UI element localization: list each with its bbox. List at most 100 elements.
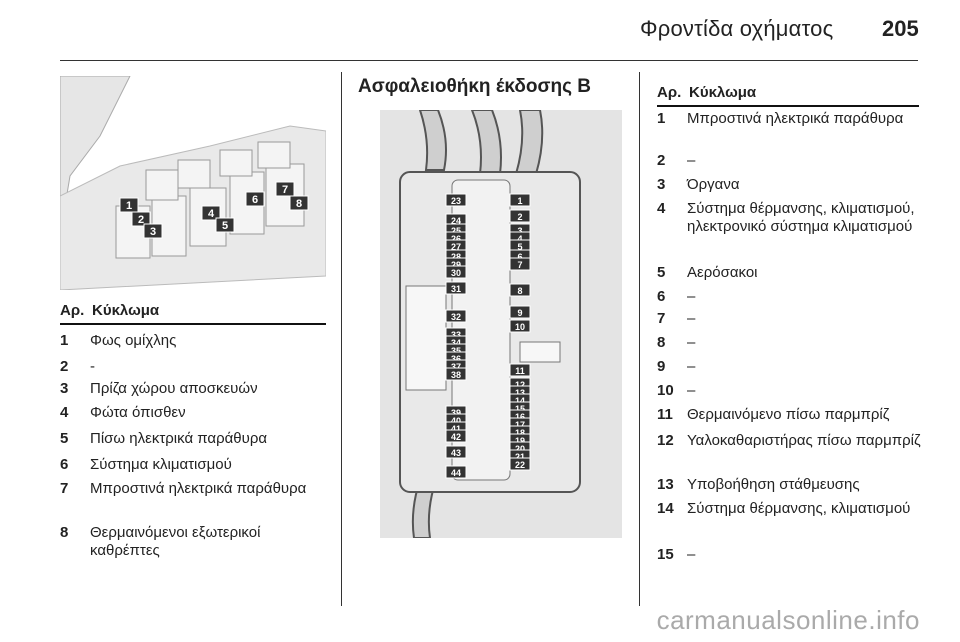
svg-text:14: 14 (515, 396, 525, 406)
svg-text:33: 33 (451, 330, 461, 340)
svg-text:21: 21 (515, 452, 525, 462)
svg-text:26: 26 (451, 234, 461, 244)
svg-text:37: 37 (451, 362, 461, 372)
fuse-7: 7 (509, 257, 531, 271)
row-circuit: – (687, 334, 696, 351)
left-header-circuit: Κύκλωμα (92, 302, 160, 319)
left-table-header: Αρ. Κύκλωμα (60, 302, 326, 325)
svg-text:1: 1 (517, 196, 522, 206)
fuse-2: 2 (509, 209, 531, 223)
fuse-9: 9 (509, 305, 531, 319)
fuse-22: 22 (509, 457, 531, 471)
svg-text:23: 23 (451, 196, 461, 206)
svg-text:8: 8 (296, 198, 302, 210)
svg-text:40: 40 (451, 416, 461, 426)
svg-text:12: 12 (515, 380, 525, 390)
fuse-32: 32 (445, 309, 467, 323)
row-number: 4 (657, 200, 666, 217)
svg-text:7: 7 (517, 260, 522, 270)
svg-text:8: 8 (517, 286, 522, 296)
row-number: 1 (60, 332, 69, 349)
relay-label-4: 4 (201, 205, 221, 221)
svg-text:11: 11 (515, 366, 525, 376)
row-circuit: Αερόσακοι (687, 264, 758, 281)
svg-text:38: 38 (451, 370, 461, 380)
row-number: 3 (657, 176, 666, 193)
row-number: 11 (657, 406, 673, 423)
row-number: 13 (657, 476, 674, 493)
page-number: 205 (882, 16, 919, 41)
svg-text:9: 9 (517, 308, 522, 318)
svg-text:19: 19 (515, 436, 525, 446)
svg-text:2: 2 (517, 212, 522, 222)
svg-text:4: 4 (517, 234, 522, 244)
row-number: 15 (657, 546, 674, 563)
fuse-30: 30 (445, 265, 467, 279)
svg-text:29: 29 (451, 260, 461, 270)
svg-text:34: 34 (451, 338, 461, 348)
row-number: 6 (60, 456, 69, 473)
svg-text:44: 44 (451, 468, 461, 478)
row-number: 7 (657, 310, 666, 327)
relay-label-6: 6 (245, 191, 265, 207)
svg-text:2: 2 (138, 214, 144, 226)
svg-text:16: 16 (515, 412, 525, 422)
svg-text:5: 5 (222, 220, 228, 232)
row-circuit: – (687, 152, 696, 169)
fuse-42: 42 (445, 429, 467, 443)
row-number: 8 (60, 524, 69, 541)
row-number: 7 (60, 480, 69, 497)
header-rule (60, 60, 918, 61)
svg-text:15: 15 (515, 404, 525, 414)
row-number: 9 (657, 358, 666, 375)
svg-text:28: 28 (451, 252, 461, 262)
row-circuit: Όργανα (687, 176, 740, 193)
svg-text:3: 3 (150, 226, 156, 238)
fuse-31: 31 (445, 281, 467, 295)
fuse-43: 43 (445, 445, 467, 459)
watermark: carmanualsonline.info (656, 605, 920, 635)
fuse-1: 1 (509, 193, 531, 207)
svg-text:17: 17 (515, 420, 525, 430)
row-circuit: Θερμαινόμενο πίσω παρμπρίζ (687, 406, 890, 423)
row-circuit: Μπροστινά ηλεκτρικά παράθυρα (687, 110, 904, 127)
svg-text:22: 22 (515, 460, 525, 470)
svg-text:20: 20 (515, 444, 525, 454)
svg-text:1: 1 (126, 200, 132, 212)
row-circuit: Φώτα όπισθεν (90, 404, 186, 421)
svg-text:31: 31 (451, 284, 461, 294)
left-header-no: Αρ. (60, 302, 85, 319)
row-number: 2 (657, 152, 666, 169)
relay-label-8: 8 (289, 195, 309, 211)
relay-label-3: 3 (143, 223, 163, 239)
fuse-38: 38 (445, 367, 467, 381)
row-circuit: – (687, 288, 696, 305)
svg-text:39: 39 (451, 408, 461, 418)
svg-text:7: 7 (282, 184, 288, 196)
row-number: 8 (657, 334, 666, 351)
svg-text:10: 10 (515, 322, 525, 332)
svg-text:3: 3 (517, 226, 522, 236)
column-divider-2 (639, 72, 640, 606)
row-circuit: - (90, 358, 95, 375)
row-circuit: – (687, 382, 696, 399)
svg-text:36: 36 (451, 354, 461, 364)
svg-text:27: 27 (451, 242, 461, 252)
svg-text:4: 4 (208, 208, 215, 220)
row-circuit: Σύστημα θέρμανσης, κλιματισμού (687, 500, 911, 517)
relay-label-2: 2 (131, 211, 151, 227)
row-circuit: Μπροστινά ηλεκτρικά παράθυρα (90, 480, 307, 497)
row-circuit: Σύστημα κλιματισμού (90, 456, 232, 473)
row-circuit: Πρίζα χώρου αποσκευών (90, 380, 258, 397)
svg-text:32: 32 (451, 312, 461, 322)
row-number: 12 (657, 432, 674, 449)
right-header-circuit: Κύκλωμα (689, 84, 757, 101)
row-circuit: – (687, 358, 696, 375)
row-circuit: – (687, 546, 696, 563)
row-number: 5 (60, 430, 69, 447)
svg-text:35: 35 (451, 346, 461, 356)
row-circuit: Υαλοκαθαριστήρας πίσω παρμπρίζ (687, 432, 921, 449)
row-number: 6 (657, 288, 666, 305)
fuse-44: 44 (445, 465, 467, 479)
fuse-11: 11 (509, 363, 531, 377)
